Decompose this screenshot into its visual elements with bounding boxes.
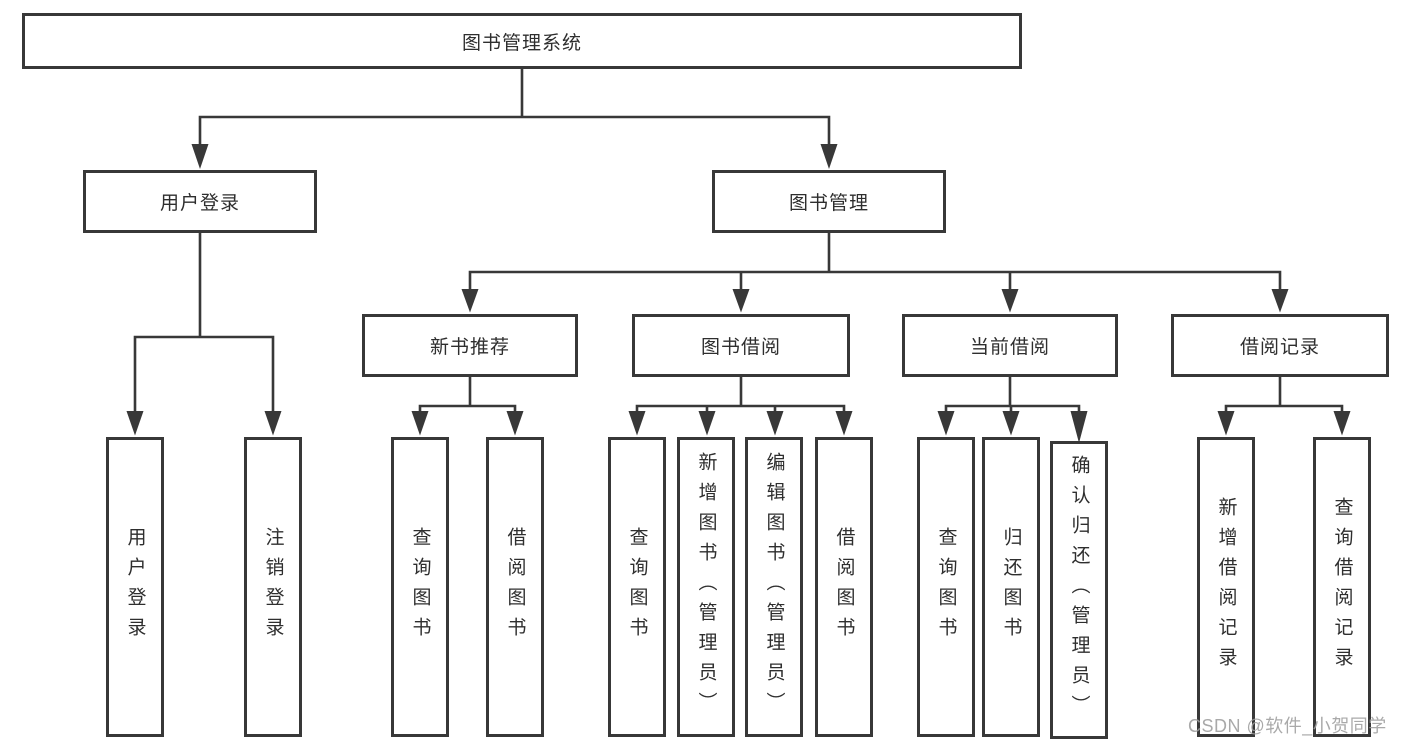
node-label: 编辑图书（管理员） bbox=[763, 452, 785, 722]
arrowhead bbox=[937, 411, 955, 436]
arrowhead bbox=[1217, 411, 1235, 436]
node-label: 查询图书 bbox=[409, 527, 431, 647]
node-label: 新增借阅记录 bbox=[1215, 497, 1237, 677]
node-label: 新书推荐 bbox=[429, 337, 510, 358]
node-book-management: 图书管理 bbox=[712, 170, 946, 233]
leaf-user-login: 用户登录 bbox=[106, 437, 164, 737]
node-label: 查询图书 bbox=[935, 527, 957, 647]
node-label: 图书管理系统 bbox=[461, 32, 582, 54]
arrowhead bbox=[506, 411, 524, 436]
arrowhead bbox=[1271, 289, 1289, 313]
node-label: 查询图书 bbox=[626, 527, 648, 647]
leaf-query-borrow-record: 查询借阅记录 bbox=[1313, 437, 1371, 737]
node-label: 新增图书（管理员） bbox=[695, 452, 717, 722]
arrowhead bbox=[126, 411, 144, 436]
node-label: 注销登录 bbox=[262, 527, 284, 647]
leaf-return-books: 归还图书 bbox=[982, 437, 1040, 737]
leaf-query-books-recommend: 查询图书 bbox=[391, 437, 449, 737]
node-label: 借阅图书 bbox=[833, 527, 855, 647]
arrowhead bbox=[835, 411, 853, 436]
arrowhead bbox=[1001, 289, 1019, 313]
leaf-add-books-admin: 新增图书（管理员） bbox=[677, 437, 735, 737]
node-label: 借阅记录 bbox=[1239, 337, 1320, 358]
node-label: 借阅图书 bbox=[504, 527, 526, 647]
node-label: 归还图书 bbox=[1000, 527, 1022, 647]
arrowhead bbox=[628, 411, 646, 436]
arrowhead bbox=[1002, 411, 1020, 436]
arrowhead bbox=[732, 289, 750, 313]
node-label: 确认归还（管理员） bbox=[1068, 455, 1090, 725]
csdn-watermark: CSDN @软件_小贺同学 bbox=[1188, 716, 1387, 736]
arrowhead bbox=[411, 411, 429, 436]
leaf-logout: 注销登录 bbox=[244, 437, 302, 737]
arrowhead bbox=[264, 411, 282, 436]
leaf-query-books-current: 查询图书 bbox=[917, 437, 975, 737]
node-borrowing-records: 借阅记录 bbox=[1171, 314, 1389, 377]
node-label: 当前借阅 bbox=[969, 337, 1050, 358]
arrowhead bbox=[191, 144, 209, 169]
arrowhead bbox=[1070, 411, 1088, 443]
node-new-book-recommendation: 新书推荐 bbox=[362, 314, 578, 377]
arrowhead bbox=[820, 144, 838, 169]
node-library-management-system: 图书管理系统 bbox=[22, 13, 1022, 69]
node-label: 查询借阅记录 bbox=[1331, 497, 1353, 677]
node-label: 用户登录 bbox=[159, 193, 240, 214]
arrowhead bbox=[1333, 411, 1351, 436]
leaf-confirm-return-admin: 确认归还（管理员） bbox=[1050, 441, 1108, 739]
node-label: 用户登录 bbox=[124, 527, 146, 647]
node-current-borrowing: 当前借阅 bbox=[902, 314, 1118, 377]
leaf-add-borrow-record: 新增借阅记录 bbox=[1197, 437, 1255, 737]
node-label: 图书管理 bbox=[788, 193, 869, 214]
node-label: 图书借阅 bbox=[700, 337, 781, 358]
arrowhead bbox=[461, 289, 479, 313]
leaf-borrow-books: 借阅图书 bbox=[815, 437, 873, 737]
leaf-edit-books-admin: 编辑图书（管理员） bbox=[745, 437, 803, 737]
arrowhead bbox=[698, 411, 716, 436]
node-book-borrowing: 图书借阅 bbox=[632, 314, 850, 377]
leaf-query-books-borrow: 查询图书 bbox=[608, 437, 666, 737]
node-user-login-branch: 用户登录 bbox=[83, 170, 317, 233]
arrowhead bbox=[766, 411, 784, 436]
leaf-borrow-books-recommend: 借阅图书 bbox=[486, 437, 544, 737]
